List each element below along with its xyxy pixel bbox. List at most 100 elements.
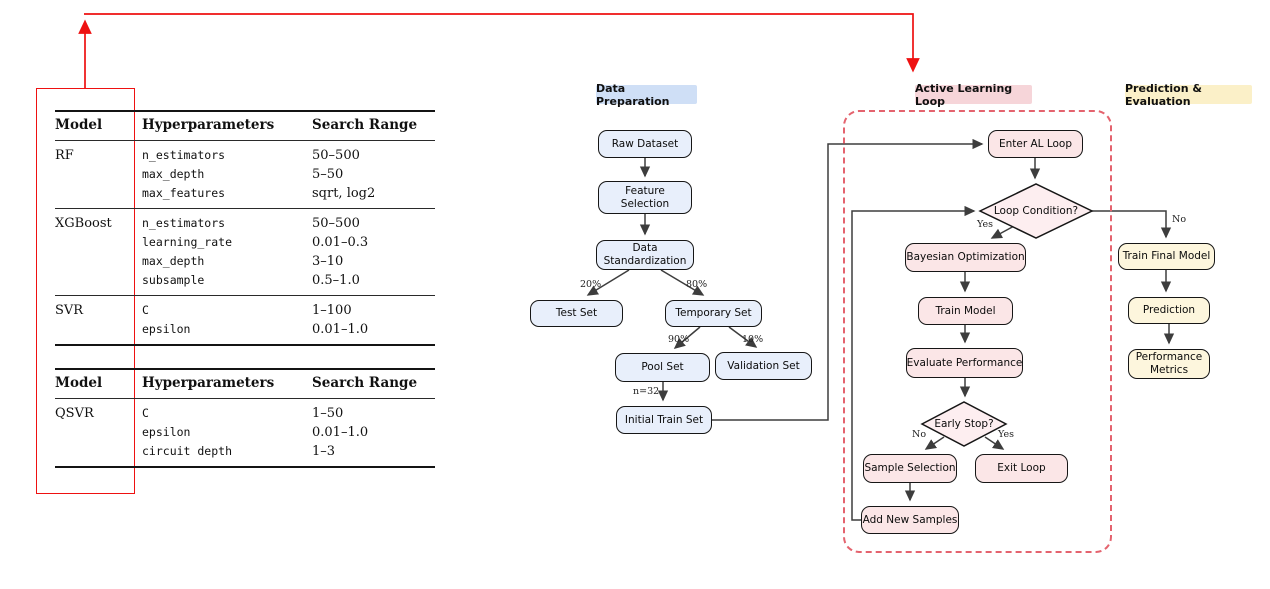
node-train-model: Train Model (918, 297, 1013, 325)
range-cell: 1–100 (312, 303, 352, 318)
table-row: XGBoost n_estimators 50–500 (55, 214, 435, 233)
header-model: Model (55, 375, 103, 391)
table-group-svr: SVR C 1–100 epsilon 0.01–1.0 (55, 296, 435, 344)
edge-label-temporary-split: 80% (686, 279, 708, 290)
node-data-standardization: Data Standardization (596, 240, 694, 270)
edge-standardization-to-temporary (660, 269, 705, 296)
edge-early-no-to-sample (924, 436, 945, 450)
node-train-final-model: Train Final Model (1118, 243, 1215, 270)
table-row: learning_rate 0.01–0.3 (55, 233, 435, 252)
table-group-qsvr: QSVR C 1–50 epsilon 0.01–1.0 circuit dep… (55, 399, 435, 466)
model-cell: RF (55, 148, 74, 163)
model-cell (55, 165, 142, 184)
edge-standardization-to-test (586, 269, 630, 296)
edge-label-loop-yes: Yes (977, 219, 993, 230)
node-test-set: Test Set (530, 300, 623, 327)
edge-initial-to-enter-al (712, 138, 984, 421)
header-model: Model (55, 117, 103, 133)
model-cell (55, 423, 142, 442)
node-temporary-set: Temporary Set (665, 300, 762, 327)
table-row: max_depth 5–50 (55, 165, 435, 184)
table-bottom-rule (55, 344, 435, 346)
model-cell: SVR (55, 303, 84, 318)
table-rule (55, 398, 435, 399)
hyperparameter-cell: max_depth (142, 167, 205, 181)
hyperparameter-cell: epsilon (142, 425, 191, 439)
model-cell: XGBoost (55, 216, 112, 231)
table-bottom-rule (55, 466, 435, 468)
node-initial-train-set: Initial Train Set (616, 406, 712, 434)
quantum-hyperparameter-table: Model Hyperparameters Search Range QSVR … (55, 368, 435, 468)
table-row: max_depth 3–10 (55, 252, 435, 271)
node-sample-selection: Sample Selection (863, 454, 957, 483)
range-cell: 1–50 (312, 406, 344, 421)
hyperparameter-cell: subsample (142, 273, 205, 287)
model-cell (55, 233, 142, 252)
range-cell: 5–50 (312, 167, 344, 182)
node-exit-loop: Exit Loop (975, 454, 1068, 483)
node-pool-set: Pool Set (615, 353, 710, 382)
table-group-rf: RF n_estimators 50–500 max_depth 5–50 ma… (55, 141, 435, 208)
table-row: QSVR C 1–50 (55, 404, 435, 423)
range-cell: sqrt, log2 (312, 186, 376, 201)
node-early-stop: Early Stop? (934, 418, 994, 430)
table-header-row: Model Hyperparameters Search Range (55, 370, 435, 398)
node-feature-selection: Feature Selection (598, 181, 692, 214)
node-validation-set: Validation Set (715, 352, 812, 380)
edge-early-yes-to-exit (984, 436, 1005, 450)
table-top-rule (55, 110, 435, 112)
table-row: circuit depth 1–3 (55, 442, 435, 461)
node-enter-al-loop: Enter AL Loop (988, 130, 1083, 158)
hyperparameter-cell: learning_rate (142, 235, 233, 249)
hyperparameter-cell: max_features (142, 186, 226, 200)
range-cell: 1–3 (312, 444, 336, 459)
node-performance-metrics: Performance Metrics (1128, 349, 1210, 379)
edge-label-test-split: 20% (580, 279, 602, 290)
section-label-data-preparation: Data Preparation (596, 82, 697, 108)
hyperparameter-cell: max_depth (142, 254, 205, 268)
classical-hyperparameter-table: Model Hyperparameters Search Range RF n_… (55, 110, 435, 346)
edge-label-loop-no: No (1172, 214, 1187, 225)
edge-add-back-to-loop-condition (851, 205, 976, 521)
model-cell: QSVR (55, 406, 94, 421)
header-search-range: Search Range (312, 117, 418, 133)
hyperparameter-cell: epsilon (142, 322, 191, 336)
loop-condition-diamond (978, 183, 1094, 239)
node-add-new-samples: Add New Samples (861, 506, 959, 534)
edge-temporary-to-pool (673, 326, 701, 349)
red-arrow-to-al-loop (84, 13, 920, 73)
edge-loop-no-to-final (1092, 210, 1172, 239)
node-evaluate-performance: Evaluate Performance (906, 348, 1023, 378)
edge-label-early-stop-yes: Yes (998, 429, 1014, 440)
hyperparameter-cell: n_estimators (142, 216, 226, 230)
table-rule (55, 140, 435, 141)
range-cell: 0.01–1.0 (312, 322, 369, 337)
hyperparameter-cell: n_estimators (142, 148, 226, 162)
header-search-range: Search Range (312, 375, 418, 391)
model-cell (55, 320, 142, 339)
table-row: subsample 0.5–1.0 (55, 271, 435, 290)
header-hyperparameters: Hyperparameters (142, 375, 275, 391)
hyperparameter-cell: circuit depth (142, 444, 233, 458)
section-label-active-learning-loop: Active Learning Loop (915, 82, 1032, 108)
range-cell: 0.01–1.0 (312, 425, 369, 440)
range-cell: 0.01–0.3 (312, 235, 369, 250)
edge-label-pool-split: 90% (668, 334, 690, 345)
hyperparameter-cell: C (142, 303, 149, 317)
model-cell (55, 252, 142, 271)
section-label-prediction-evaluation: Prediction & Evaluation (1125, 82, 1252, 108)
table-row: epsilon 0.01–1.0 (55, 423, 435, 442)
edge-label-initial-sample-count: n=32 (633, 386, 660, 397)
table-top-rule (55, 368, 435, 370)
range-cell: 3–10 (312, 254, 344, 269)
table-group-xgboost: XGBoost n_estimators 50–500 learning_rat… (55, 209, 435, 295)
early-stop-diamond (920, 401, 1008, 447)
node-prediction: Prediction (1128, 297, 1210, 324)
table-row: RF n_estimators 50–500 (55, 146, 435, 165)
table-row: max_features sqrt, log2 (55, 184, 435, 203)
header-hyperparameters: Hyperparameters (142, 117, 275, 133)
table-rule (55, 208, 435, 209)
table-header-row: Model Hyperparameters Search Range (55, 112, 435, 140)
node-raw-dataset: Raw Dataset (598, 130, 692, 158)
